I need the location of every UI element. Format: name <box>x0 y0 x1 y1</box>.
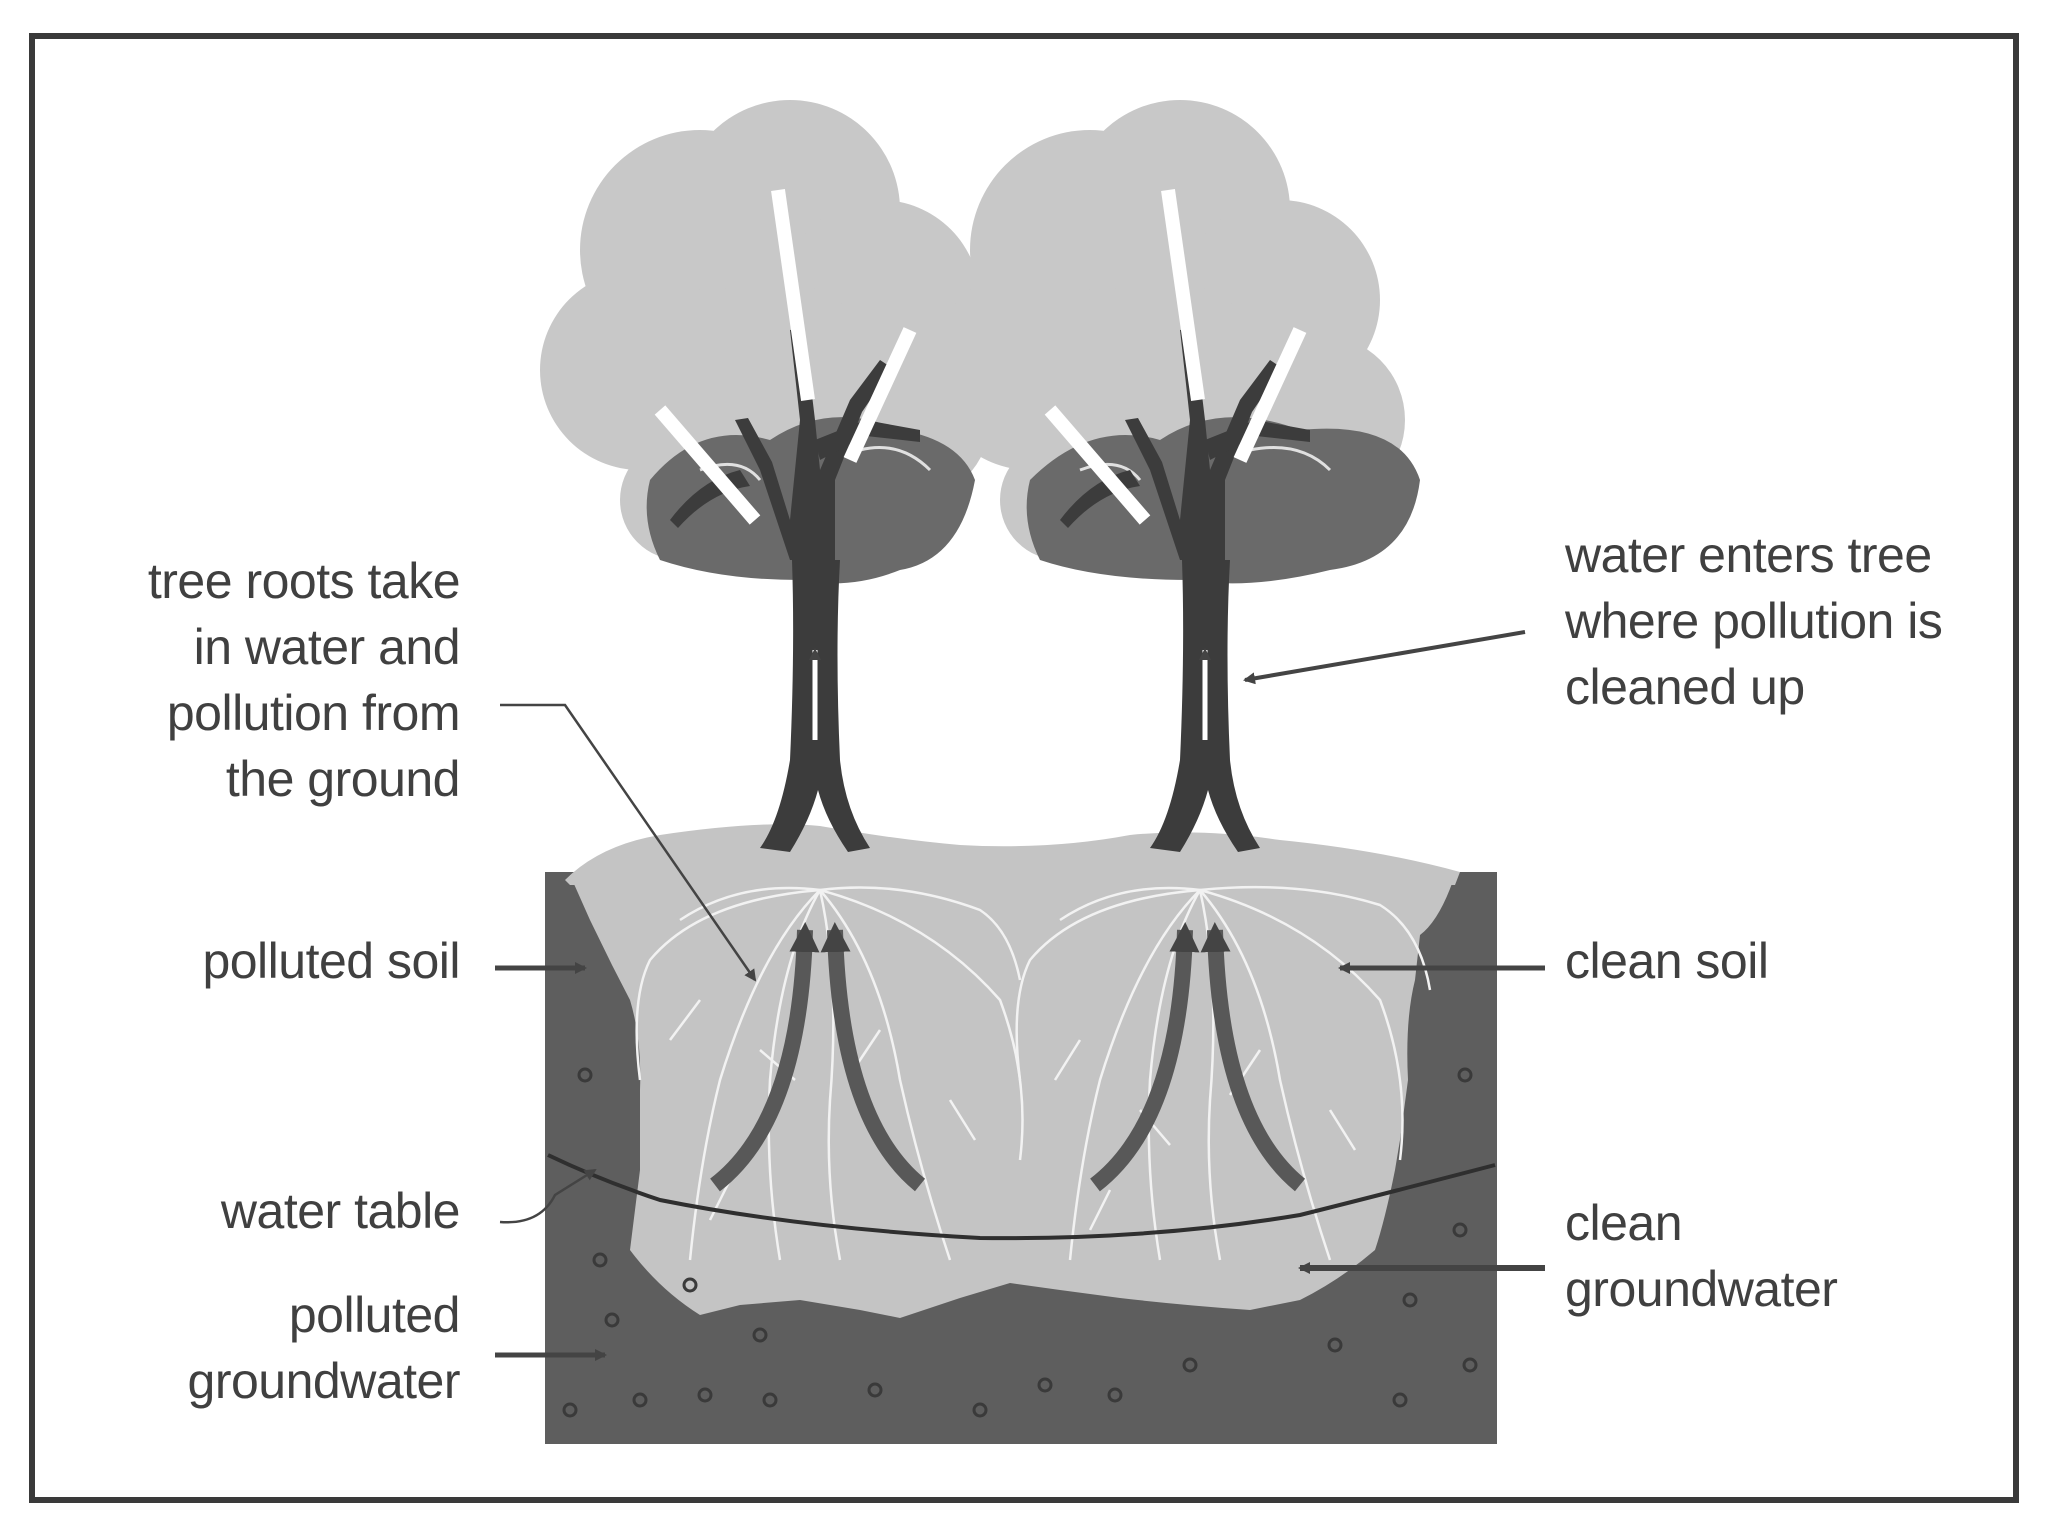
left-tree <box>540 100 990 852</box>
left-tree-canopy-arrows <box>654 189 917 525</box>
right-tree-canopy-arrows <box>1044 189 1307 525</box>
label-polluted-soil: polluted soil <box>202 933 460 989</box>
root-uptake-arrows <box>710 922 1306 1192</box>
label-tree-roots: tree roots take in water and pollution f… <box>147 553 461 807</box>
root-network <box>635 885 1432 1261</box>
pebbles <box>562 1067 1478 1418</box>
right-tree <box>930 100 1420 852</box>
label-clean-soil: clean soil <box>1565 933 1769 989</box>
label-water-enters-tree: water enters tree where pollution is cle… <box>1565 527 1943 715</box>
leader-lines <box>495 630 1545 1361</box>
water-table-line <box>547 1153 1496 1241</box>
water-enters-leader-line <box>1243 630 1526 685</box>
water-table-leader-line <box>499 1168 597 1224</box>
label-clean-groundwater: clean groundwater <box>1565 1195 1838 1317</box>
left-tree-canopy <box>540 100 990 584</box>
roots-leader-line <box>500 703 757 982</box>
label-polluted-groundwater: polluted groundwater <box>187 1287 461 1409</box>
label-water-table: water table <box>220 1183 461 1239</box>
